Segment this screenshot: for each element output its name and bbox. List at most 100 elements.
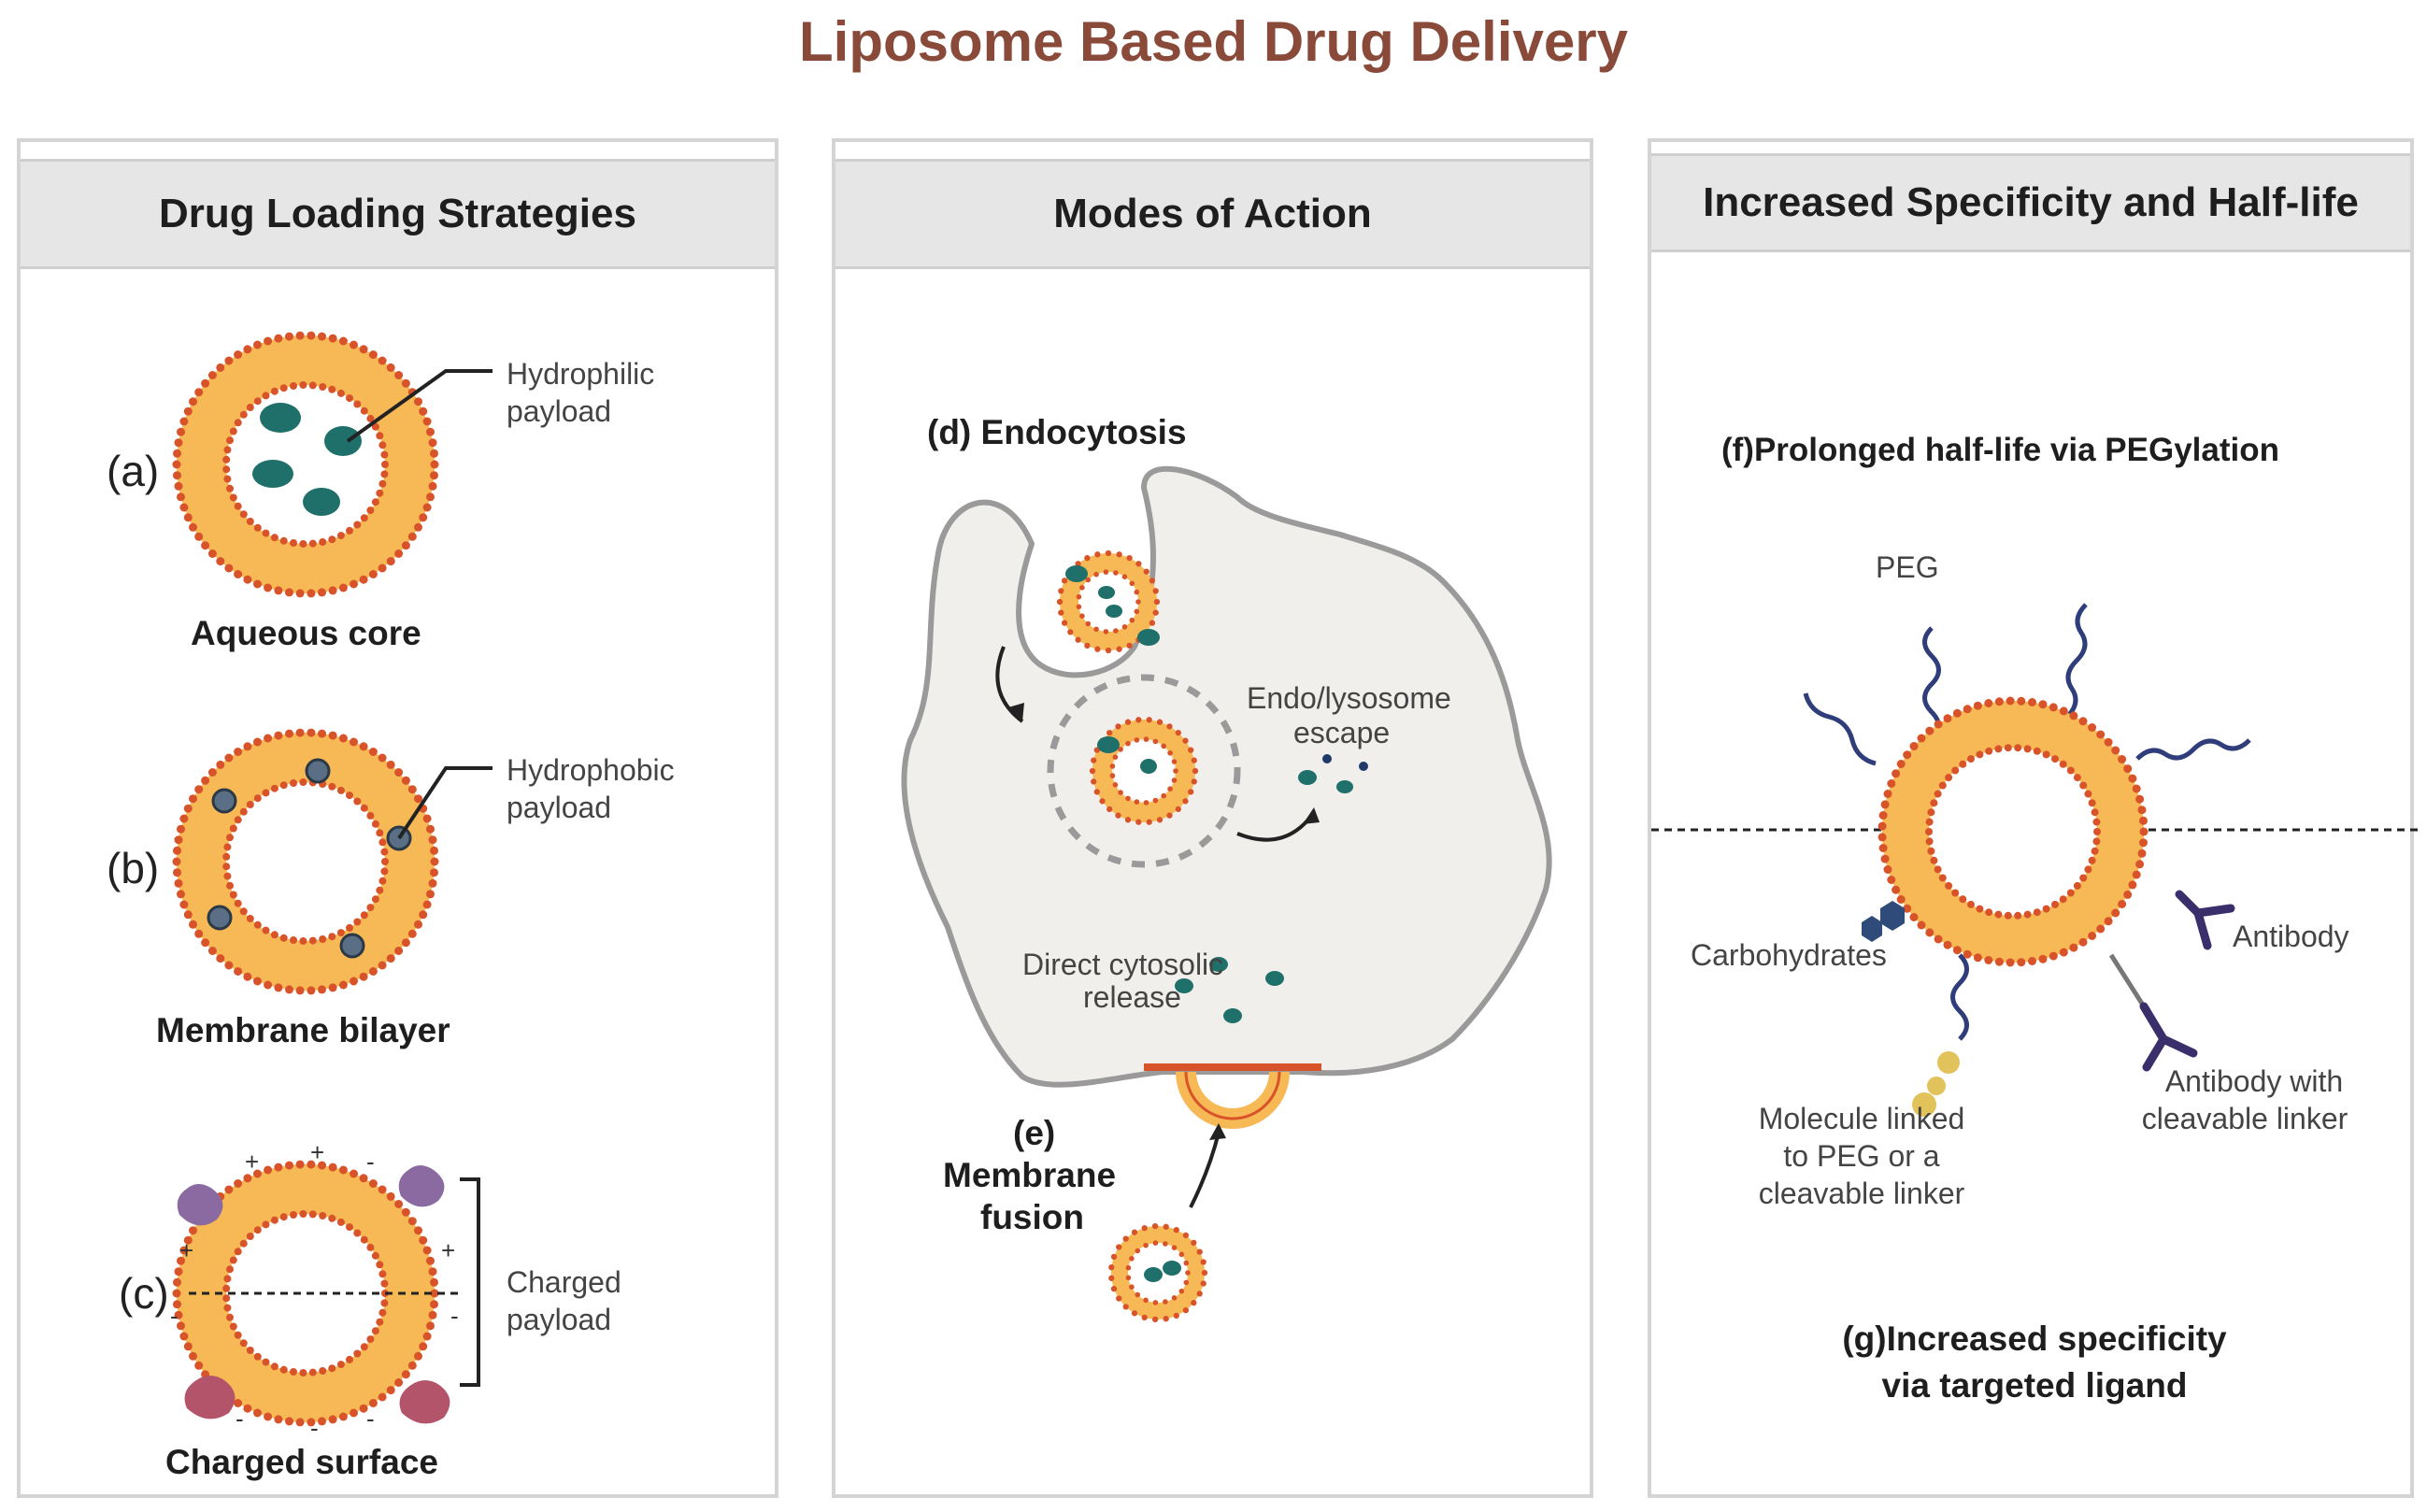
lipid-head	[360, 911, 368, 920]
lipid-head	[1175, 806, 1181, 813]
lipid-head	[189, 397, 197, 407]
payload-molecule	[1163, 1261, 1181, 1276]
peg-chain	[2065, 603, 2088, 719]
lipid-head	[307, 1418, 316, 1427]
lipid-head	[2014, 744, 2022, 752]
lipid-head	[229, 824, 237, 833]
lipid-head	[270, 931, 278, 939]
antibody-cleavable-icon	[2139, 1002, 2198, 1072]
lipid-head	[1103, 569, 1109, 575]
lipid-head	[422, 814, 432, 823]
liposome-pegylated	[1877, 696, 2149, 967]
bilayer-ring	[177, 733, 435, 991]
lipid-head	[307, 1160, 316, 1169]
lipid-head	[262, 529, 270, 537]
lipid-head	[1124, 817, 1132, 823]
lipid-head	[376, 1318, 384, 1326]
lipid-head	[1075, 561, 1081, 567]
lipid-head	[234, 816, 242, 824]
lipid-head	[1934, 790, 1942, 798]
lipid-head	[346, 923, 353, 932]
label-direct-2: release	[1083, 980, 1181, 1014]
lipid-head	[246, 404, 254, 411]
lipid-head	[380, 848, 389, 856]
arrowhead	[1209, 1123, 1226, 1140]
lipid-head	[1149, 578, 1156, 584]
lipid-head	[1161, 792, 1166, 799]
lipid-head	[1135, 561, 1142, 567]
lipid-head	[378, 961, 387, 970]
lipid-head	[295, 331, 305, 340]
lipid-head	[368, 967, 378, 976]
lipid-head	[1126, 554, 1133, 562]
carbohydrate-hexagon	[1862, 916, 1882, 942]
antibody-icon	[2175, 890, 2235, 950]
lipid-head	[2006, 958, 2015, 967]
lipid-head	[371, 895, 379, 904]
lipid-head	[407, 785, 417, 794]
lipid-head	[426, 1256, 435, 1265]
callout-hydrophilic-1: Hydrophilic	[507, 357, 655, 391]
svg-text:+: +	[441, 1236, 455, 1264]
lipid-head	[2051, 755, 2059, 763]
payload-molecule	[1209, 957, 1228, 972]
lipid-head	[1196, 1248, 1203, 1255]
lipid-head	[353, 918, 362, 926]
payload-molecule	[1265, 971, 1284, 986]
lipid-head	[172, 1289, 181, 1298]
lipid-head	[359, 575, 368, 584]
lipid-head	[1930, 799, 1938, 807]
aqueous-core	[1931, 749, 2095, 914]
lipid-head	[2073, 881, 2081, 890]
page-title: Liposome Based Drug Delivery	[799, 10, 1628, 73]
lipid-head	[239, 510, 248, 519]
lipid-head	[422, 1246, 432, 1255]
lipid-head	[174, 1310, 183, 1319]
lipid-head	[1085, 620, 1092, 627]
lipid-head	[1085, 577, 1092, 583]
lipid-head	[264, 1412, 273, 1421]
lipid-head	[2096, 730, 2106, 739]
lipid-head	[308, 539, 317, 548]
label-pegylation: (f)Prolonged half-life via PEGylation	[1721, 432, 2279, 468]
callout-hydrophobic-2: payload	[507, 791, 612, 824]
bilayer-ring	[1882, 701, 2144, 963]
lipid-head	[274, 1163, 283, 1172]
lipid-head	[173, 471, 181, 480]
lipid-head	[264, 336, 273, 346]
lipid-head	[239, 410, 248, 419]
lipid-head	[346, 792, 353, 800]
lipid-head	[224, 563, 234, 573]
liposome-aqueous-core	[172, 331, 439, 598]
label-cleavable-2: cleavable linker	[2141, 1102, 2348, 1135]
lipid-head	[2028, 957, 2036, 965]
lipid-head	[2118, 755, 2127, 763]
lipid-head	[299, 937, 307, 945]
lipid-head	[1191, 757, 1197, 763]
lipid-head	[428, 438, 437, 448]
lipid-head	[1994, 745, 2003, 753]
lipid-head	[1917, 734, 1926, 743]
lipid-head	[1122, 1304, 1129, 1310]
lipid-head	[1892, 885, 1901, 894]
svg-text:-: -	[366, 1405, 375, 1433]
lipid-head	[189, 522, 197, 532]
payload-molecule	[303, 488, 340, 516]
lipid-head	[378, 1185, 387, 1194]
lipid-head	[299, 1210, 307, 1218]
lipid-head	[394, 768, 404, 777]
lipid-head	[428, 1267, 437, 1277]
lipid-head	[307, 589, 316, 598]
lipid-head	[2066, 766, 2075, 775]
lipid-head	[279, 781, 288, 790]
lipid-head	[422, 1332, 432, 1341]
lipid-head	[414, 794, 422, 804]
payload-molecule	[1298, 770, 1317, 785]
lipid-head	[246, 915, 254, 922]
lipid-head	[2004, 911, 2012, 920]
charged-molecule-purple	[177, 1184, 223, 1226]
lipid-head	[2038, 954, 2048, 963]
lipid-head	[223, 475, 232, 483]
lipid-head	[274, 1415, 283, 1424]
lipid-head	[336, 1361, 345, 1369]
